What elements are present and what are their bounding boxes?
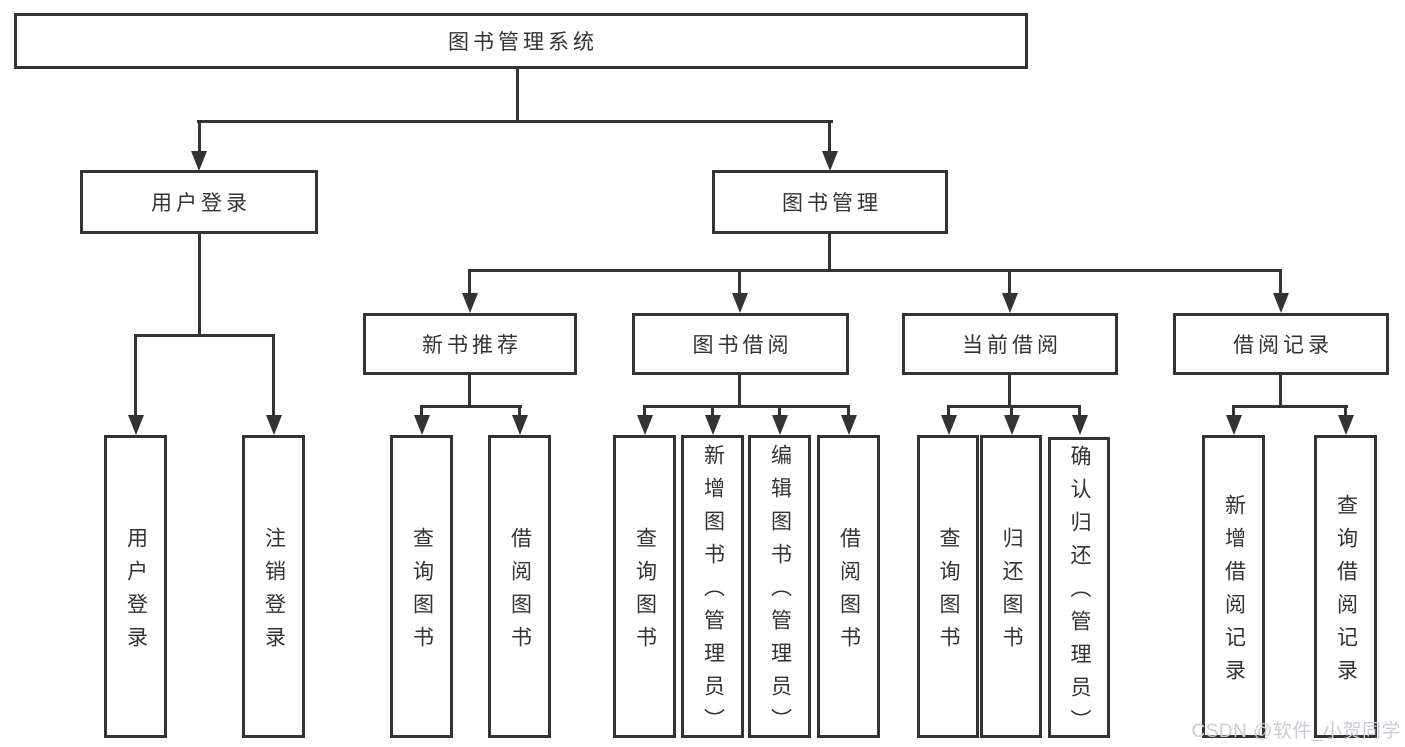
node-label: 查询借阅记录 [1334,493,1358,692]
leaf-query-borrow-record: 查询借阅记录 [1314,435,1377,738]
connector-line [1232,405,1348,408]
leaf-query-books-borrowing: 查询图书 [613,435,676,738]
leaf-add-books-admin: 新增图书（管理员） [681,435,744,741]
connector-line [738,374,741,407]
connector-line [947,405,1081,408]
arrowhead-icon [822,151,838,171]
connector-line [1344,405,1347,417]
arrowhead-icon [414,415,430,435]
node-label: 图书借阅 [692,334,793,357]
node-label: 编辑图书（管理员） [768,444,792,741]
node-label: 新书推荐 [422,334,522,357]
arrowhead-icon [637,415,653,435]
leaf-borrow-books-borrowing: 借阅图书 [817,435,880,738]
leaf-logout: 注销登录 [242,435,305,738]
leaf-confirm-return-admin: 确认归还（管理员） [1048,437,1110,742]
connector-line [518,405,521,417]
arrowhead-icon [462,293,478,313]
connector-line [643,405,646,417]
connector-line [134,334,137,417]
node-label: 新增图书（管理员） [701,444,725,741]
connector-line [468,374,471,407]
csdn-watermark: CSDN @软件_小贺同学 [1191,721,1401,742]
connector-line [516,68,519,122]
node-label: 图书管理系统 [448,31,598,54]
node-label: 注销登录 [262,526,286,659]
node-label: 确认归还（管理员） [1068,445,1091,742]
node-book-management: 图书管理 [712,170,948,234]
arrowhead-icon [1338,415,1354,435]
leaf-add-borrow-record: 新增借阅记录 [1202,435,1265,738]
leaf-query-books-recommend: 查询图书 [390,435,453,738]
arrowhead-icon [1002,293,1018,313]
node-book-borrowing: 图书借阅 [632,313,849,375]
node-label: 查询图书 [410,526,434,659]
connector-line [420,405,522,408]
node-label: 当前借阅 [962,334,1062,357]
connector-line [847,405,850,417]
node-label: 归还图书 [1000,526,1023,659]
node-label: 借阅图书 [837,526,861,659]
node-label: 新增借阅记录 [1222,493,1246,692]
node-label: 用户登录 [124,526,148,659]
arrowhead-icon [1004,415,1020,435]
node-current-borrowing: 当前借阅 [902,313,1118,375]
arrowhead-icon [841,415,857,435]
node-label: 查询图书 [937,526,960,659]
node-user-login: 用户登录 [80,170,318,234]
connector-line [1010,405,1013,417]
connector-line [778,405,781,417]
leaf-query-books-current: 查询图书 [917,435,979,738]
node-label: 借阅记录 [1233,334,1333,357]
node-label: 查询图书 [633,526,657,659]
connector-line [1078,405,1081,417]
connector-line [134,334,275,337]
connector-line [1008,374,1011,407]
connector-line [643,405,850,408]
connector-line [1279,374,1282,407]
leaf-user-login: 用户登录 [104,435,167,738]
leaf-return-books: 归还图书 [980,435,1042,738]
connector-line [1232,405,1235,417]
arrowhead-icon [191,151,207,171]
arrowhead-icon [941,415,957,435]
connector-line [711,405,714,417]
connector-line [198,233,201,337]
node-new-book-recommendation: 新书推荐 [363,313,577,375]
connector-line [828,233,831,272]
connector-line [1279,269,1282,296]
node-borrowing-records: 借阅记录 [1173,313,1389,375]
connector-line [947,405,950,417]
node-label: 图书管理 [782,192,882,215]
arrowhead-icon [1226,415,1242,435]
connector-line [468,269,471,296]
node-library-management-system: 图书管理系统 [14,13,1028,69]
arrowhead-icon [1273,293,1289,313]
arrowhead-icon [705,415,721,435]
connector-line [272,334,275,417]
connector-line [468,269,1282,272]
arrowhead-icon [772,415,788,435]
node-label: 借阅图书 [508,526,532,659]
arrowhead-icon [266,415,282,435]
connector-line [198,120,201,153]
node-label: 用户登录 [151,192,251,215]
connector-line [828,120,831,153]
connector-line [1008,269,1011,296]
leaf-edit-books-admin: 编辑图书（管理员） [748,435,811,741]
arrowhead-icon [128,415,144,435]
connector-line [197,120,833,123]
connector-line [420,405,423,417]
arrowhead-icon [732,293,748,313]
leaf-borrow-books-recommend: 借阅图书 [488,435,551,738]
arrowhead-icon [1072,415,1088,435]
arrowhead-icon [512,415,528,435]
connector-line [738,269,741,296]
